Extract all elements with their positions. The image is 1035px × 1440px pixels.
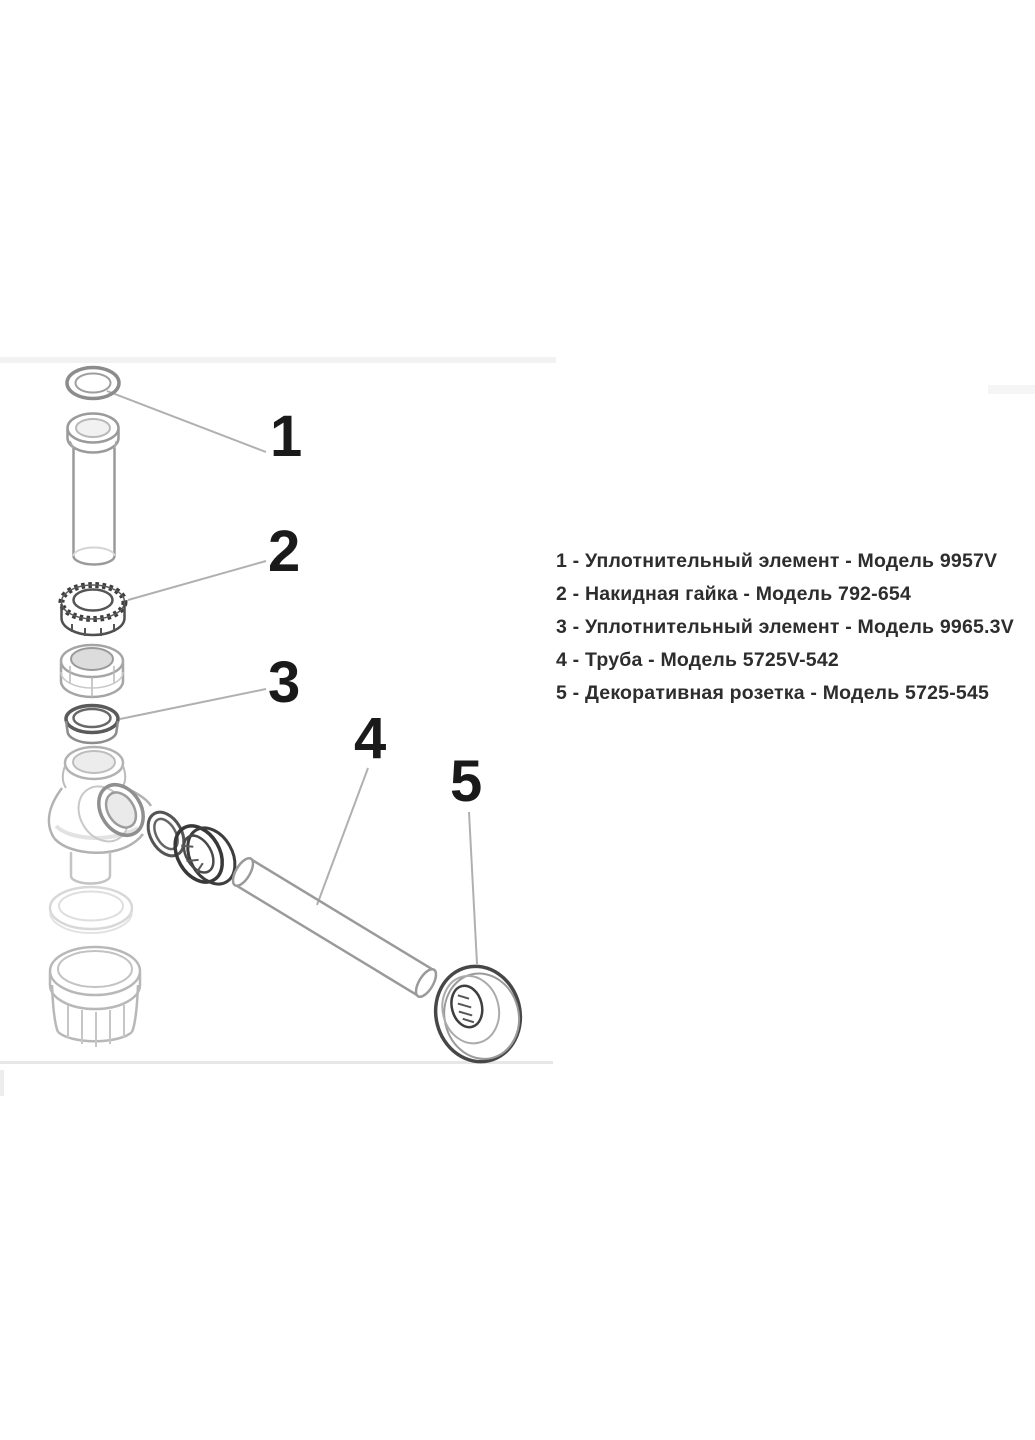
callout-3: 3 xyxy=(268,650,301,715)
legend-item-3: 3 - Уплотнительный элемент - Модель 9965… xyxy=(556,616,1014,638)
parts-legend: 1 - Уплотнительный элемент - Модель 9957… xyxy=(556,545,1014,710)
legend-item-2: 2 - Накидная гайка - Модель 792-654 xyxy=(556,583,912,605)
trap-cup-drawing xyxy=(48,945,142,1047)
callout-4: 4 xyxy=(354,706,387,771)
legend-item-5: 5 - Декоративная розетка - Модель 5725-5… xyxy=(556,682,990,704)
leader-lines xyxy=(106,390,478,965)
callout-2: 2 xyxy=(268,519,301,584)
scan-artifacts xyxy=(0,357,1035,1096)
tailpiece-tube-drawing xyxy=(66,412,120,566)
ghost-gasket-drawing xyxy=(48,885,134,934)
oring-small-drawing xyxy=(146,810,186,858)
callout-5: 5 xyxy=(450,749,483,814)
part5-rosette-drawing xyxy=(433,964,523,1064)
part3-seal-drawing xyxy=(64,703,120,745)
callout-1: 1 xyxy=(270,404,303,469)
part2-union-nut-drawing xyxy=(58,582,128,637)
compression-nut-drawing xyxy=(173,824,237,886)
legend-item-1: 1 - Уплотнительный элемент - Модель 9957… xyxy=(556,550,998,572)
siphon-body-drawing xyxy=(47,745,153,885)
lock-nut-drawing xyxy=(59,643,125,699)
part1-seal-ring-drawing xyxy=(65,365,121,401)
part4-tube-drawing xyxy=(231,856,438,999)
legend-item-4: 4 - Труба - Модель 5725V-542 xyxy=(556,649,839,671)
